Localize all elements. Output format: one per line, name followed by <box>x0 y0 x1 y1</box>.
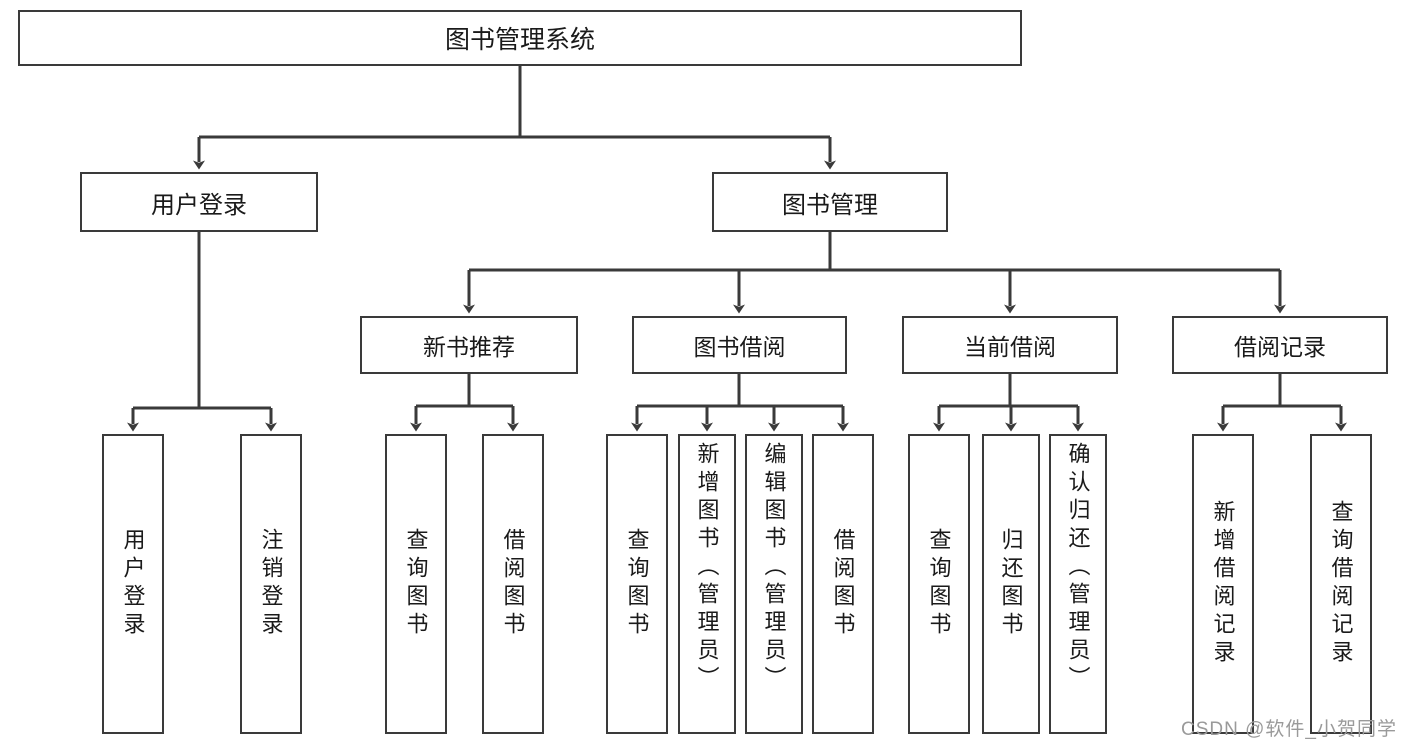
leaf-borrow-book-new-label: 借阅图书 <box>500 528 526 640</box>
leaf-query-book-current-label: 查询图书 <box>926 528 952 640</box>
node-root[interactable]: 图书管理系统 <box>18 10 1022 66</box>
leaf-user-login-label: 用户登录 <box>120 528 146 640</box>
leaf-logout-label: 注销登录 <box>258 528 284 640</box>
node-book-management-label: 图书管理 <box>782 191 878 219</box>
leaf-add-book-admin-label: 新增图书（管理员） <box>694 442 720 694</box>
leaf-return-book-label: 归还图书 <box>998 528 1024 640</box>
leaf-borrow-book-label: 借阅图书 <box>830 528 856 640</box>
node-current-borrow-label: 当前借阅 <box>964 334 1056 360</box>
leaf-query-book-borrow[interactable]: 查询图书 <box>606 434 668 734</box>
leaf-edit-book-admin[interactable]: 编辑图书（管理员） <box>745 434 803 734</box>
node-new-book-recommend[interactable]: 新书推荐 <box>360 316 578 374</box>
watermark: CSDN @软件_小贺同学 <box>1181 719 1397 740</box>
leaf-user-login[interactable]: 用户登录 <box>102 434 164 734</box>
node-user-login[interactable]: 用户登录 <box>80 172 318 232</box>
leaf-query-borrow-record-label: 查询借阅记录 <box>1328 500 1354 668</box>
leaf-query-book-new-label: 查询图书 <box>403 528 429 640</box>
leaf-edit-book-admin-label: 编辑图书（管理员） <box>761 442 787 694</box>
node-book-borrow[interactable]: 图书借阅 <box>632 316 847 374</box>
leaf-confirm-return-admin-label: 确认归还（管理员） <box>1065 442 1091 694</box>
leaf-query-book-new[interactable]: 查询图书 <box>385 434 447 734</box>
leaf-confirm-return-admin[interactable]: 确认归还（管理员） <box>1049 434 1107 734</box>
node-borrow-records-label: 借阅记录 <box>1234 334 1326 360</box>
node-new-book-recommend-label: 新书推荐 <box>423 334 515 360</box>
leaf-query-book-current[interactable]: 查询图书 <box>908 434 970 734</box>
node-user-login-label: 用户登录 <box>151 191 247 219</box>
leaf-add-borrow-record[interactable]: 新增借阅记录 <box>1192 434 1254 734</box>
leaf-logout[interactable]: 注销登录 <box>240 434 302 734</box>
node-book-borrow-label: 图书借阅 <box>693 334 786 360</box>
node-book-management[interactable]: 图书管理 <box>712 172 948 232</box>
leaf-add-borrow-record-label: 新增借阅记录 <box>1210 500 1236 668</box>
leaf-query-borrow-record[interactable]: 查询借阅记录 <box>1310 434 1372 734</box>
node-root-label: 图书管理系统 <box>444 26 595 54</box>
leaf-borrow-book-new[interactable]: 借阅图书 <box>482 434 544 734</box>
leaf-add-book-admin[interactable]: 新增图书（管理员） <box>678 434 736 734</box>
leaf-return-book[interactable]: 归还图书 <box>982 434 1040 734</box>
leaf-query-book-borrow-label: 查询图书 <box>624 528 650 640</box>
leaf-borrow-book[interactable]: 借阅图书 <box>812 434 874 734</box>
node-borrow-records[interactable]: 借阅记录 <box>1172 316 1388 374</box>
node-current-borrow[interactable]: 当前借阅 <box>902 316 1118 374</box>
